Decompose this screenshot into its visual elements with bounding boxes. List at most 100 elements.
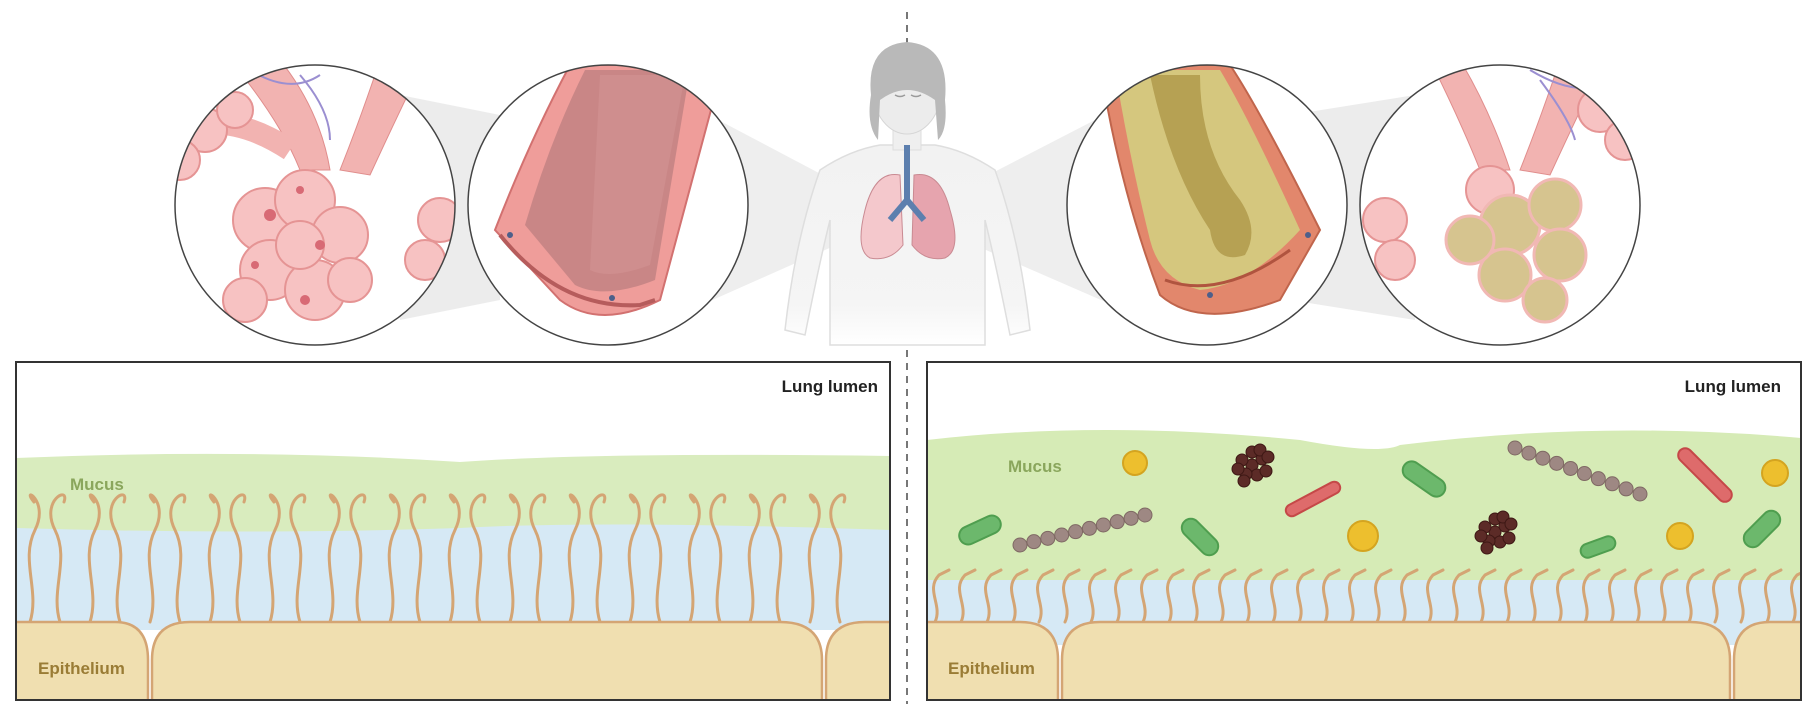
cilium (1348, 568, 1367, 624)
cilium (1374, 568, 1393, 624)
cilium (289, 493, 307, 624)
cilium (1790, 571, 1801, 624)
bacteria-icon (958, 440, 1789, 559)
cilium (387, 493, 401, 624)
cilium (229, 493, 247, 624)
bacterium-bead (1521, 445, 1537, 461)
cilium (349, 493, 367, 624)
cilium (1608, 568, 1627, 624)
cilium (1634, 568, 1653, 624)
cilium (769, 493, 787, 624)
bacterium-cluster-cell (1231, 462, 1245, 476)
cilium (49, 493, 67, 624)
mucus-layer (16, 453, 890, 532)
bacterium-bead (1068, 524, 1084, 540)
bacterium-cluster-cell (1480, 541, 1494, 555)
cilium (1244, 568, 1263, 624)
cilium (829, 493, 847, 624)
cilium (1530, 568, 1549, 624)
cilium (984, 568, 1003, 624)
cilium (1764, 568, 1783, 624)
bacterium-cluster-cell (1259, 464, 1273, 478)
cilium (1166, 568, 1185, 624)
cilium (1322, 568, 1341, 624)
bacterium-bead (1040, 530, 1056, 546)
cilium (1582, 568, 1601, 624)
cilium (1140, 568, 1159, 624)
bacterium-bead (1109, 514, 1125, 530)
cilium (687, 493, 701, 624)
cilium (147, 493, 161, 624)
cilium (469, 493, 487, 624)
cilium (1062, 568, 1081, 624)
bacterium-bead (1632, 486, 1648, 502)
bacterium-bead (1507, 440, 1523, 456)
cilium (267, 493, 281, 624)
cilium (169, 493, 187, 624)
cilium (747, 493, 761, 624)
cilium (1478, 568, 1497, 624)
cilium (1088, 568, 1107, 624)
bacterium-bead (1590, 471, 1606, 487)
mucus-layer (927, 430, 1801, 580)
cilium (589, 493, 607, 624)
epithelium-cells (16, 620, 890, 700)
bacterium-cluster-cell (1237, 474, 1251, 488)
bacterium-bead (1054, 527, 1070, 543)
cilium (1114, 568, 1133, 624)
cilium (567, 493, 581, 624)
cilium (27, 493, 41, 624)
airway-diseased-icon (1066, 64, 1348, 346)
cilium (1218, 568, 1237, 624)
bacterium-bead (1137, 507, 1153, 523)
cilium (1504, 568, 1523, 624)
mucus-label: Mucus (70, 475, 124, 494)
bacterium-bead (1081, 520, 1097, 536)
cilia (932, 568, 1801, 624)
panel-healthy: Lung lumen Mucus Epithelium (15, 361, 891, 701)
bacterium-bead (1618, 481, 1634, 497)
cilium (1556, 568, 1575, 624)
cilium (1660, 568, 1679, 624)
lungs-icon (860, 145, 956, 260)
cilium (507, 493, 521, 624)
cilium (958, 568, 977, 624)
bacterium-cluster-cell (1261, 450, 1275, 464)
bacterium-bead (1095, 517, 1111, 533)
cilium (1036, 568, 1055, 624)
mucus-label: Mucus (1008, 457, 1062, 476)
cilium (207, 493, 221, 624)
cilium (807, 493, 821, 624)
bacterium-bead (1563, 460, 1579, 476)
cilium (1192, 568, 1211, 624)
panel-diseased: Lung lumen Mucus Epithelium (926, 361, 1802, 701)
bacterium-bead (1026, 534, 1042, 550)
lung-lumen-label: Lung lumen (1685, 377, 1781, 396)
bacterium-bead (1535, 450, 1551, 466)
human-figure-icon (784, 42, 1031, 346)
epithelium-label: Epithelium (38, 659, 125, 678)
bacterium-cluster-cell (1502, 531, 1516, 545)
cilium (409, 493, 427, 624)
cilium (1426, 568, 1445, 624)
cilium (649, 493, 667, 624)
bacterium-bead (1576, 466, 1592, 482)
cilium (1452, 568, 1471, 624)
cilium (529, 493, 547, 624)
cilium (1010, 568, 1029, 624)
cilium (1738, 568, 1757, 624)
cilia (27, 493, 847, 624)
cilium (932, 568, 951, 624)
epithelium-label: Epithelium (948, 659, 1035, 678)
cilium (109, 493, 127, 624)
cilium (1296, 568, 1315, 624)
cilium (327, 493, 341, 624)
airway-healthy-icon (467, 64, 749, 346)
bacterium-bead (1123, 510, 1139, 526)
cilium (1400, 568, 1419, 624)
epithelium-cells (927, 620, 1801, 700)
cilium (709, 493, 727, 624)
cilium (1712, 568, 1731, 624)
cilium (1686, 568, 1705, 624)
